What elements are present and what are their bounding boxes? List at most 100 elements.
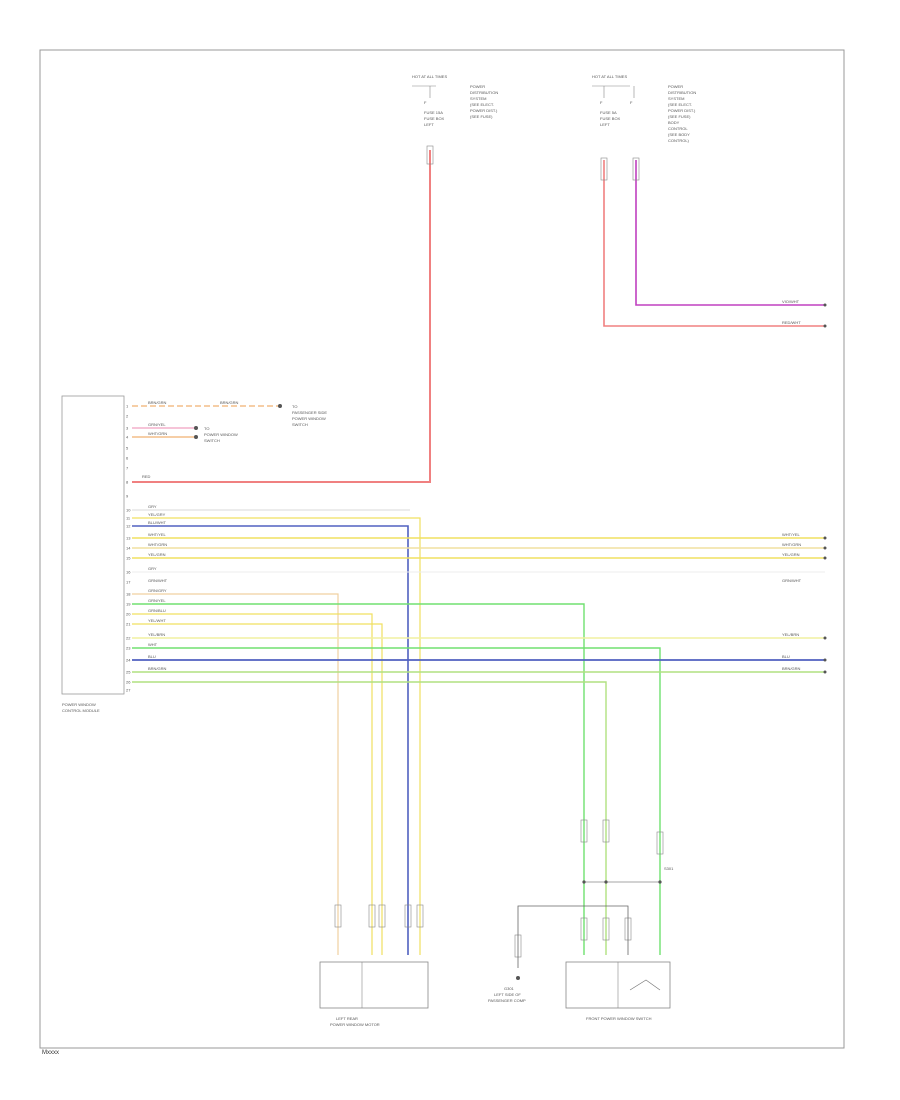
svg-text:(SEE ELECT.: (SEE ELECT.	[470, 102, 494, 107]
svg-text:BRN/GRN: BRN/GRN	[220, 400, 239, 405]
svg-text:RED: RED	[142, 474, 151, 479]
wire-red-top	[603, 160, 825, 327]
module-pin-number: 18	[126, 592, 131, 597]
svg-text:CONTROL: CONTROL	[668, 126, 688, 131]
rear-window-motor	[319, 961, 429, 1009]
svg-text:F: F	[424, 100, 427, 105]
svg-text:POWER WINDOW MOTOR: POWER WINDOW MOTOR	[330, 1022, 380, 1027]
svg-text:BLU/WHT: BLU/WHT	[148, 520, 167, 525]
svg-text:F: F	[630, 100, 633, 105]
svg-text:WHT/GRN: WHT/GRN	[782, 542, 801, 547]
svg-text:FUSE BOX: FUSE BOX	[600, 116, 621, 121]
svg-text:DISTRIBUTION: DISTRIBUTION	[668, 90, 696, 95]
svg-text:GRN/BLU: GRN/BLU	[148, 608, 166, 613]
module-pin-number: 16	[126, 570, 131, 575]
svg-text:WHT/YEL: WHT/YEL	[782, 532, 801, 537]
module-pin-number: 4	[126, 435, 129, 440]
svg-text:TO: TO	[204, 426, 209, 431]
svg-text:FUSE 5A: FUSE 5A	[600, 110, 617, 115]
svg-text:POWER DIST.): POWER DIST.)	[470, 108, 498, 113]
svg-text:YEL/BRN: YEL/BRN	[782, 632, 799, 637]
svg-text:WHT: WHT	[148, 642, 158, 647]
svg-text:FUSE BOX: FUSE BOX	[424, 116, 445, 121]
svg-text:POWER WINDOW: POWER WINDOW	[204, 432, 238, 437]
svg-text:GRN/GRY: GRN/GRY	[148, 588, 167, 593]
module-pin-number: 7	[126, 466, 129, 471]
svg-text:PASSENGER SIDE: PASSENGER SIDE	[292, 410, 327, 415]
diagram-frame	[39, 49, 845, 1049]
svg-text:RED/WHT: RED/WHT	[782, 320, 801, 325]
svg-text:BODY: BODY	[668, 120, 680, 125]
svg-text:CONTROL): CONTROL)	[668, 138, 690, 143]
module-pin-number: 10	[126, 508, 131, 513]
module-pin-number: 26	[126, 680, 131, 685]
module-pin-number: 27	[126, 688, 131, 693]
svg-text:CONTROL MODULE: CONTROL MODULE	[62, 708, 100, 713]
svg-text:BLU: BLU	[148, 654, 156, 659]
svg-text:YEL/GRY: YEL/GRY	[148, 512, 166, 517]
svg-text:G301: G301	[504, 986, 515, 991]
svg-text:YEL/GRN: YEL/GRN	[782, 552, 800, 557]
svg-text:YEL/BRN: YEL/BRN	[148, 632, 165, 637]
svg-text:LEFT: LEFT	[424, 122, 434, 127]
right-terminals	[823, 303, 827, 674]
svg-text:SYSTEM: SYSTEM	[668, 96, 684, 101]
module-pin-number: 8	[126, 480, 129, 485]
module-pin-number: 11	[126, 516, 131, 521]
svg-text:(SEE FUSE): (SEE FUSE)	[470, 114, 493, 119]
module-pin-number: 14	[126, 546, 131, 551]
connectors-bottom	[334, 819, 664, 958]
fuse-top-right: HOT AT ALL TIMES F F FUSE 5A FUSE BOX LE…	[592, 74, 696, 143]
module-pin-number: 5	[126, 446, 129, 451]
svg-text:GRN/YEL: GRN/YEL	[148, 422, 166, 427]
svg-text:BLU: BLU	[782, 654, 790, 659]
svg-text:SYSTEM: SYSTEM	[470, 96, 486, 101]
svg-text:SWITCH: SWITCH	[292, 422, 308, 427]
module-pin-number: 15	[126, 556, 131, 561]
power-window-module	[61, 395, 125, 695]
module-pin-number: 24	[126, 658, 131, 663]
module-pins: 1234567891011121314151617181920212223242…	[126, 404, 131, 693]
module-pin-number: 3	[126, 426, 129, 431]
svg-text:FRONT POWER WINDOW SWITCH: FRONT POWER WINDOW SWITCH	[586, 1016, 652, 1021]
svg-text:(SEE ELECT.: (SEE ELECT.	[668, 102, 692, 107]
svg-text:GRN/YEL: GRN/YEL	[148, 598, 166, 603]
svg-text:WHT/GRN: WHT/GRN	[148, 542, 167, 547]
module-pin-number: 21	[126, 622, 131, 627]
svg-text:DISTRIBUTION: DISTRIBUTION	[470, 90, 498, 95]
svg-text:SWITCH: SWITCH	[204, 438, 220, 443]
svg-text:GRN/WHT: GRN/WHT	[148, 578, 168, 583]
svg-text:YEL/GRN: YEL/GRN	[148, 552, 166, 557]
svg-text:LEFT REAR: LEFT REAR	[336, 1016, 358, 1021]
module-pin-number: 9	[126, 494, 129, 499]
svg-text:POWER DIST.): POWER DIST.)	[668, 108, 696, 113]
svg-text:HOT AT ALL TIMES: HOT AT ALL TIMES	[412, 74, 447, 79]
svg-text:GRN/WHT: GRN/WHT	[782, 578, 802, 583]
svg-text:BRN/GRN: BRN/GRN	[148, 400, 167, 405]
module-pin-number: 1	[126, 404, 129, 409]
svg-text:GRY: GRY	[148, 504, 157, 509]
svg-text:POWER: POWER	[470, 84, 485, 89]
svg-text:(SEE BODY: (SEE BODY	[668, 132, 690, 137]
diagram-code: Mxxxx	[42, 1050, 59, 1056]
wire-red-power	[132, 150, 431, 483]
svg-text:WHT/YEL: WHT/YEL	[148, 532, 167, 537]
svg-text:YEL/WHT: YEL/WHT	[148, 618, 166, 623]
module-pin-number: 2	[126, 414, 129, 419]
svg-text:FUSE 15A: FUSE 15A	[424, 110, 443, 115]
module-pin-number: 6	[126, 456, 129, 461]
module-pin-number: 12	[126, 524, 131, 529]
svg-text:POWER WINDOW: POWER WINDOW	[292, 416, 326, 421]
svg-text:GRY: GRY	[148, 566, 157, 571]
module-pin-number: 17	[126, 580, 131, 585]
svg-text:POWER: POWER	[668, 84, 683, 89]
svg-text:VIO/WHT: VIO/WHT	[782, 299, 800, 304]
module-pin-number: 25	[126, 670, 131, 675]
wire-violet-top	[635, 160, 825, 306]
svg-text:LEFT SIDE OF: LEFT SIDE OF	[494, 992, 521, 997]
svg-text:WHT/GRN: WHT/GRN	[148, 431, 167, 436]
svg-text:F: F	[600, 100, 603, 105]
svg-text:LEFT: LEFT	[600, 122, 610, 127]
svg-text:BRN/GRN: BRN/GRN	[148, 666, 167, 671]
